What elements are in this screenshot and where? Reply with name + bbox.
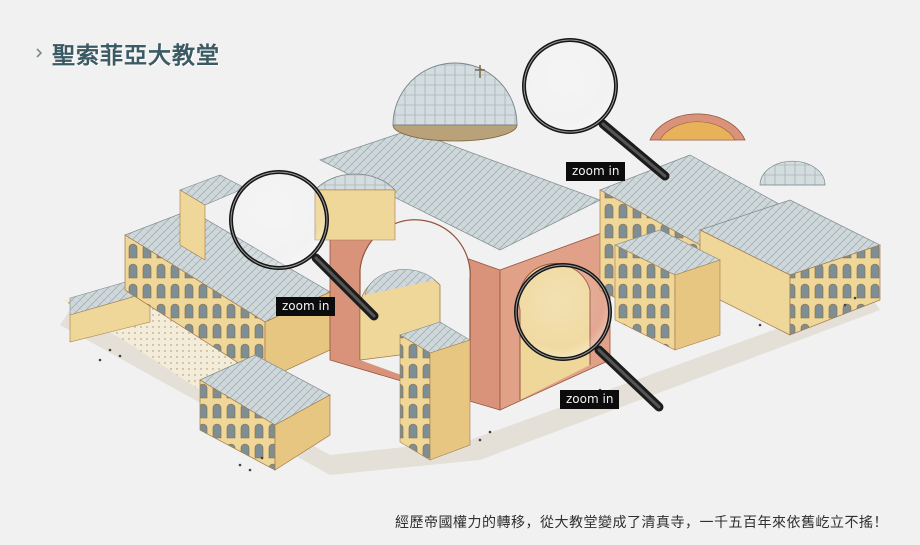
chevron-right-icon [36, 48, 43, 58]
magnifier-icon[interactable] [515, 34, 675, 184]
zoom-in-button-west-wing[interactable]: zoom in [276, 297, 336, 316]
magnifier-icon[interactable] [226, 166, 386, 326]
zoom-in-button-nave-arch[interactable]: zoom in [560, 390, 620, 409]
zoom-in-button-dome[interactable]: zoom in [566, 162, 626, 181]
caption-text: 經歷帝國權力的轉移，從大教堂變成了清真寺，一千五百年來依舊屹立不搖！ [395, 515, 888, 531]
page-header: 聖索菲亞大教堂 [34, 36, 220, 70]
cathedral-cutaway-illustration [60, 62, 881, 475]
page-title: 聖索菲亞大教堂 [52, 43, 220, 69]
magnifier-icon[interactable] [509, 262, 674, 417]
